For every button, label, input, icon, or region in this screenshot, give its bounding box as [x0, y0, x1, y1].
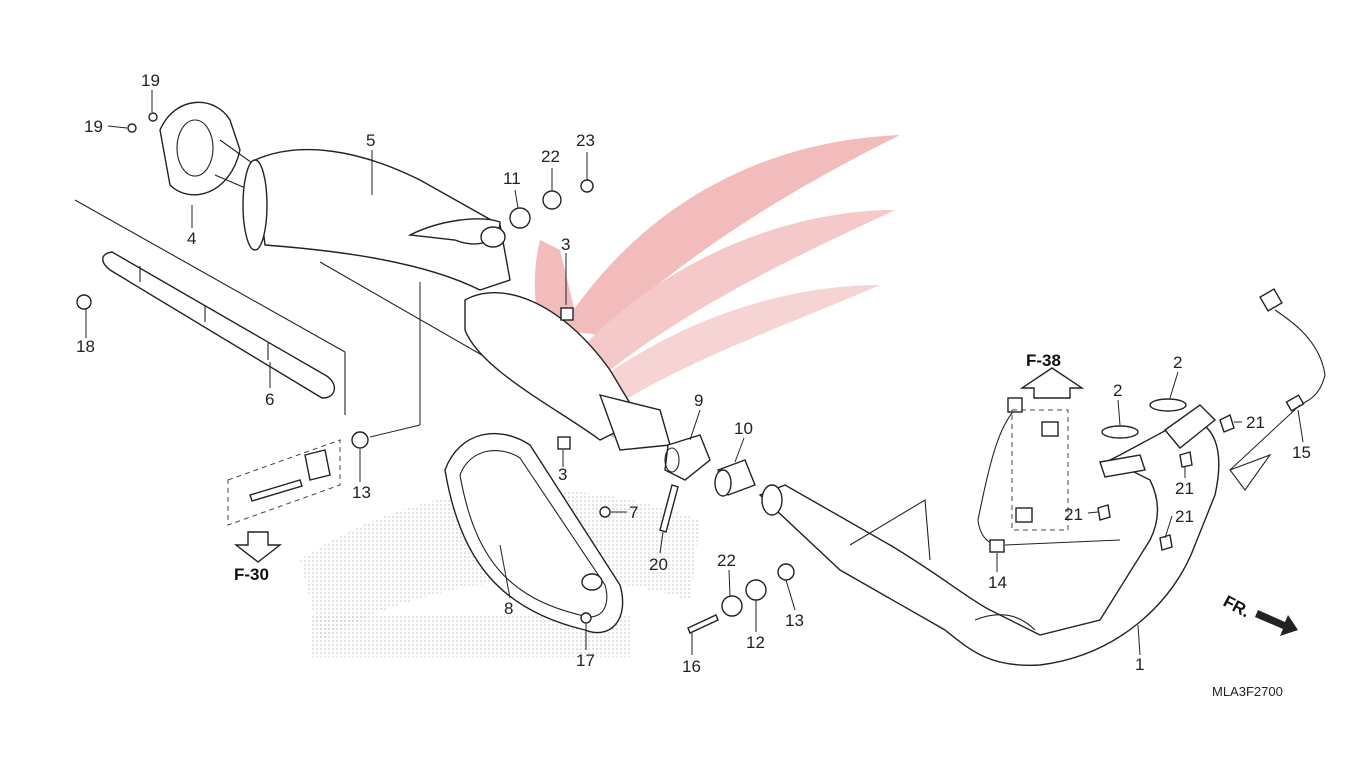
sensor-cable-part	[977, 397, 1121, 553]
grommet-part	[745, 579, 767, 601]
up-arrow-icon	[1019, 367, 1085, 399]
bolt-part	[659, 484, 679, 533]
part-label-16: 16	[682, 657, 701, 676]
part-label-21-right: 21	[1246, 413, 1265, 432]
part-label-20: 20	[649, 555, 668, 574]
part-label-5: 5	[366, 131, 375, 150]
part-label-8: 8	[504, 599, 513, 618]
washer-part	[542, 190, 562, 210]
heat-shield-part	[444, 432, 624, 634]
down-arrow-icon	[233, 531, 283, 563]
gasket-ring-part	[1101, 425, 1139, 439]
bracket-part	[304, 449, 331, 481]
grommet-part	[509, 207, 531, 229]
bolt-part	[687, 614, 719, 634]
front-direction-indicator: FR.	[1220, 592, 1298, 636]
part-label-3-bottom: 3	[558, 465, 567, 484]
washer-part	[721, 595, 743, 617]
part-label-22-bottom: 22	[717, 551, 736, 570]
part-label-1: 1	[1135, 655, 1144, 674]
reference-box-f38	[1011, 409, 1069, 531]
bolt-head-part	[76, 294, 92, 310]
part-label-21-lower: 21	[1175, 507, 1194, 526]
part-label-10: 10	[734, 419, 753, 438]
clamp-part	[664, 434, 711, 481]
reference-label-f30: F-30	[234, 565, 269, 584]
leader-lines	[85, 90, 1304, 656]
washer-part	[351, 431, 369, 449]
part-label-12: 12	[746, 633, 765, 652]
nut-part	[1179, 451, 1193, 468]
part-label-18: 18	[76, 337, 95, 356]
part-label-13-right: 13	[785, 611, 804, 630]
part-label-2-right: 2	[1173, 353, 1182, 372]
collar-part	[557, 436, 571, 450]
washer-part	[777, 563, 795, 581]
nut-part	[1219, 414, 1235, 433]
nut-part	[599, 506, 611, 518]
nut-part	[1159, 534, 1173, 551]
heat-guard-strip-part	[102, 251, 336, 399]
part-label-13-left: 13	[352, 483, 371, 502]
clip-part	[1041, 421, 1059, 437]
reference-label-f38: F-38	[1026, 351, 1061, 370]
part-label-19-left: 19	[84, 117, 103, 136]
muffler-part	[242, 148, 671, 451]
part-label-17: 17	[576, 651, 595, 670]
gasket-ring-part	[1149, 398, 1187, 412]
part-label-22-top: 22	[541, 147, 560, 166]
part-label-23: 23	[576, 131, 595, 150]
bolt-head-part	[127, 123, 137, 133]
part-label-21-middle: 21	[1175, 479, 1194, 498]
part-label-2-left: 2	[1113, 381, 1122, 400]
front-direction-label: FR.	[1220, 592, 1253, 622]
reference-box-f30	[227, 439, 341, 526]
part-label-4: 4	[187, 229, 196, 248]
part-label-14: 14	[988, 573, 1007, 592]
part-label-19-top: 19	[141, 71, 160, 90]
diagram-code: MLA3F2700	[1212, 684, 1283, 699]
part-label-11: 11	[503, 169, 521, 188]
part-label-7: 7	[629, 503, 638, 522]
part-label-6: 6	[265, 390, 274, 409]
part-label-15: 15	[1292, 443, 1311, 462]
part-label-9: 9	[694, 391, 703, 410]
bolt-part	[249, 479, 303, 502]
end-cap-part	[159, 101, 256, 196]
sleeve-part	[714, 459, 756, 497]
nut-part	[580, 179, 594, 193]
part-label-3-top: 3	[561, 235, 570, 254]
oxygen-sensor-part	[1259, 288, 1326, 412]
bolt-head-part	[148, 112, 158, 122]
collar-part	[560, 307, 574, 321]
part-label-21-left: 21	[1064, 505, 1083, 524]
nut-part	[1097, 504, 1111, 521]
nut-part	[580, 612, 592, 624]
exhaust-pipe-part	[758, 404, 1272, 667]
clip-part	[1015, 507, 1033, 523]
